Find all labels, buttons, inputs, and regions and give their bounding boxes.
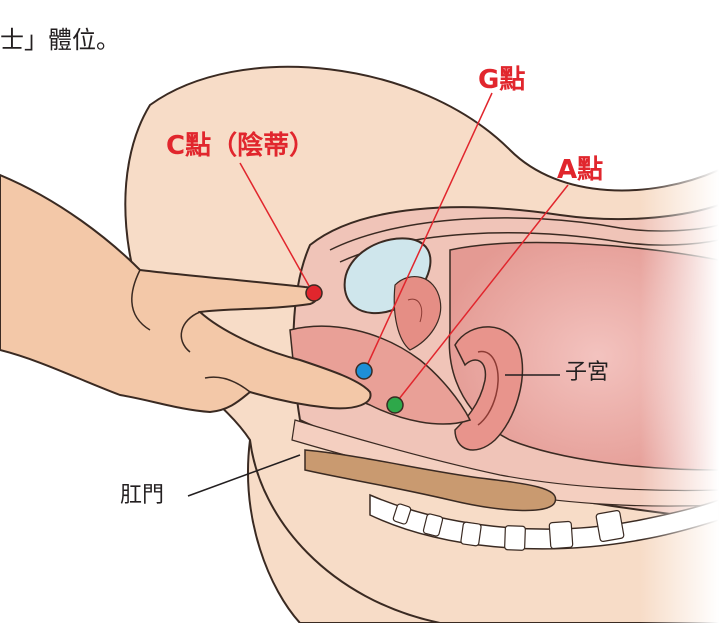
- caption-fragment: 士」體位。: [0, 26, 120, 54]
- anus-leader: [187, 454, 301, 497]
- hand: [0, 173, 372, 414]
- uterus-label: 子宮: [565, 360, 610, 385]
- g-spot-label: G點: [478, 65, 526, 95]
- a-spot-label: A點: [557, 155, 604, 185]
- uterus-cervix: [454, 326, 524, 451]
- vertebrae: [392, 503, 625, 551]
- g-spot-marker: [355, 362, 373, 380]
- c-spot-label: C點（陰蒂）: [166, 131, 316, 161]
- rectum: [304, 449, 557, 512]
- c-spot-marker: [305, 284, 323, 302]
- anus-label: 肛門: [120, 483, 165, 508]
- a-spot-marker: [386, 396, 404, 414]
- leader-lines: [239, 92, 569, 405]
